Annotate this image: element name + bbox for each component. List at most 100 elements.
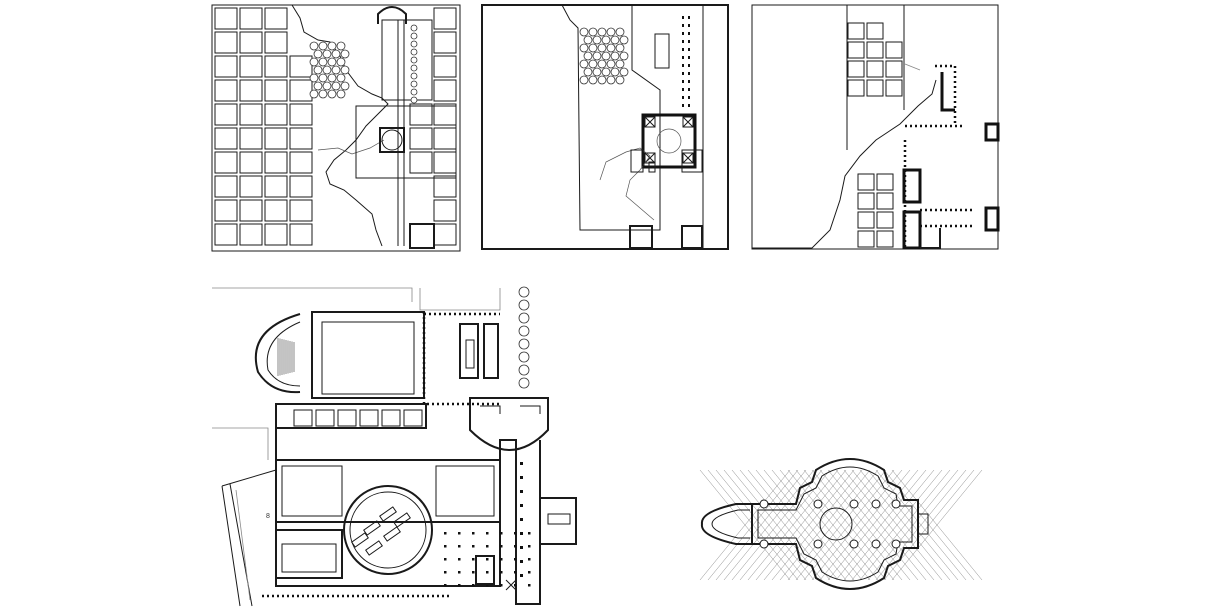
- column: [410, 88, 418, 96]
- tree: [331, 49, 341, 59]
- pier: [813, 539, 823, 549]
- tree: [518, 286, 530, 298]
- tree: [601, 67, 611, 77]
- column: [472, 558, 475, 561]
- tree: [579, 27, 589, 37]
- city-block: [289, 127, 313, 150]
- city-block: [214, 151, 238, 174]
- hatch-line: [795, 469, 887, 581]
- site-plan-2: [481, 4, 729, 250]
- tree: [327, 89, 337, 99]
- column: [520, 462, 523, 465]
- tree: [336, 89, 346, 99]
- city-block: [214, 7, 238, 30]
- tree: [588, 75, 598, 85]
- column: [458, 558, 461, 561]
- pier: [871, 499, 881, 509]
- church-plan: [699, 458, 983, 590]
- city-block: [433, 175, 457, 198]
- city-block: [264, 199, 288, 222]
- city-block: [857, 173, 875, 191]
- tree: [313, 49, 323, 59]
- city-block: [239, 127, 263, 150]
- pier: [759, 499, 769, 509]
- city-block: [239, 7, 263, 30]
- hatch-line: [715, 469, 807, 581]
- column: [500, 584, 503, 587]
- central-rotunda-furniture: [351, 506, 411, 556]
- tree: [597, 59, 607, 69]
- tree: [619, 51, 629, 61]
- tree: [318, 41, 328, 51]
- column: [444, 571, 447, 574]
- column: [688, 48, 690, 51]
- city-block: [876, 211, 894, 229]
- tree-column: [518, 286, 530, 389]
- column: [514, 558, 517, 561]
- column: [486, 532, 489, 535]
- city-block: [847, 41, 865, 59]
- column: [472, 545, 475, 548]
- complex-floor-plan: 8: [212, 286, 577, 607]
- city-block: [876, 230, 894, 248]
- tree: [309, 57, 319, 67]
- hatch-line: [747, 469, 839, 581]
- pier: [849, 499, 859, 509]
- city-block: [214, 55, 238, 78]
- column: [520, 504, 523, 507]
- column: [682, 104, 684, 107]
- tree-cluster: [579, 27, 629, 85]
- city-block: [264, 79, 288, 102]
- tree: [588, 43, 598, 53]
- column: [514, 545, 517, 548]
- city-block: [264, 31, 288, 54]
- column: [688, 104, 690, 107]
- column: [528, 532, 531, 535]
- tree: [518, 377, 530, 389]
- column: [688, 24, 690, 27]
- city-block: [289, 103, 313, 126]
- column: [528, 571, 531, 574]
- hatch-line: [859, 469, 951, 581]
- hatch-line: [851, 469, 943, 581]
- column: [458, 545, 461, 548]
- column: [458, 532, 461, 535]
- column: [486, 545, 489, 548]
- city-block: [264, 223, 288, 246]
- tree: [336, 57, 346, 67]
- tree: [518, 325, 530, 337]
- city-block: [264, 151, 288, 174]
- column-grid: [444, 462, 531, 587]
- column: [682, 88, 684, 91]
- tree: [518, 312, 530, 324]
- column: [444, 558, 447, 561]
- tree: [327, 57, 337, 67]
- city-block: [289, 223, 313, 246]
- tree: [610, 67, 620, 77]
- tree: [322, 65, 332, 75]
- column: [514, 584, 517, 587]
- tree: [619, 67, 629, 77]
- city-block: [289, 175, 313, 198]
- cell: [337, 409, 357, 427]
- city-block: [214, 199, 238, 222]
- pier: [813, 499, 823, 509]
- tree: [606, 75, 616, 85]
- column: [500, 545, 503, 548]
- column: [486, 558, 489, 561]
- vault-hatching: [699, 469, 983, 581]
- hatch-line: [883, 469, 975, 581]
- tree: [340, 49, 350, 59]
- column: [682, 48, 684, 51]
- tree: [615, 27, 625, 37]
- site-plan-3: [751, 4, 1000, 250]
- tree: [615, 59, 625, 69]
- column: [520, 490, 523, 493]
- pier: [849, 539, 859, 549]
- city-block: [433, 79, 457, 102]
- hatch-line: [731, 469, 823, 581]
- tree: [606, 43, 616, 53]
- tree: [583, 51, 593, 61]
- city-block: [214, 103, 238, 126]
